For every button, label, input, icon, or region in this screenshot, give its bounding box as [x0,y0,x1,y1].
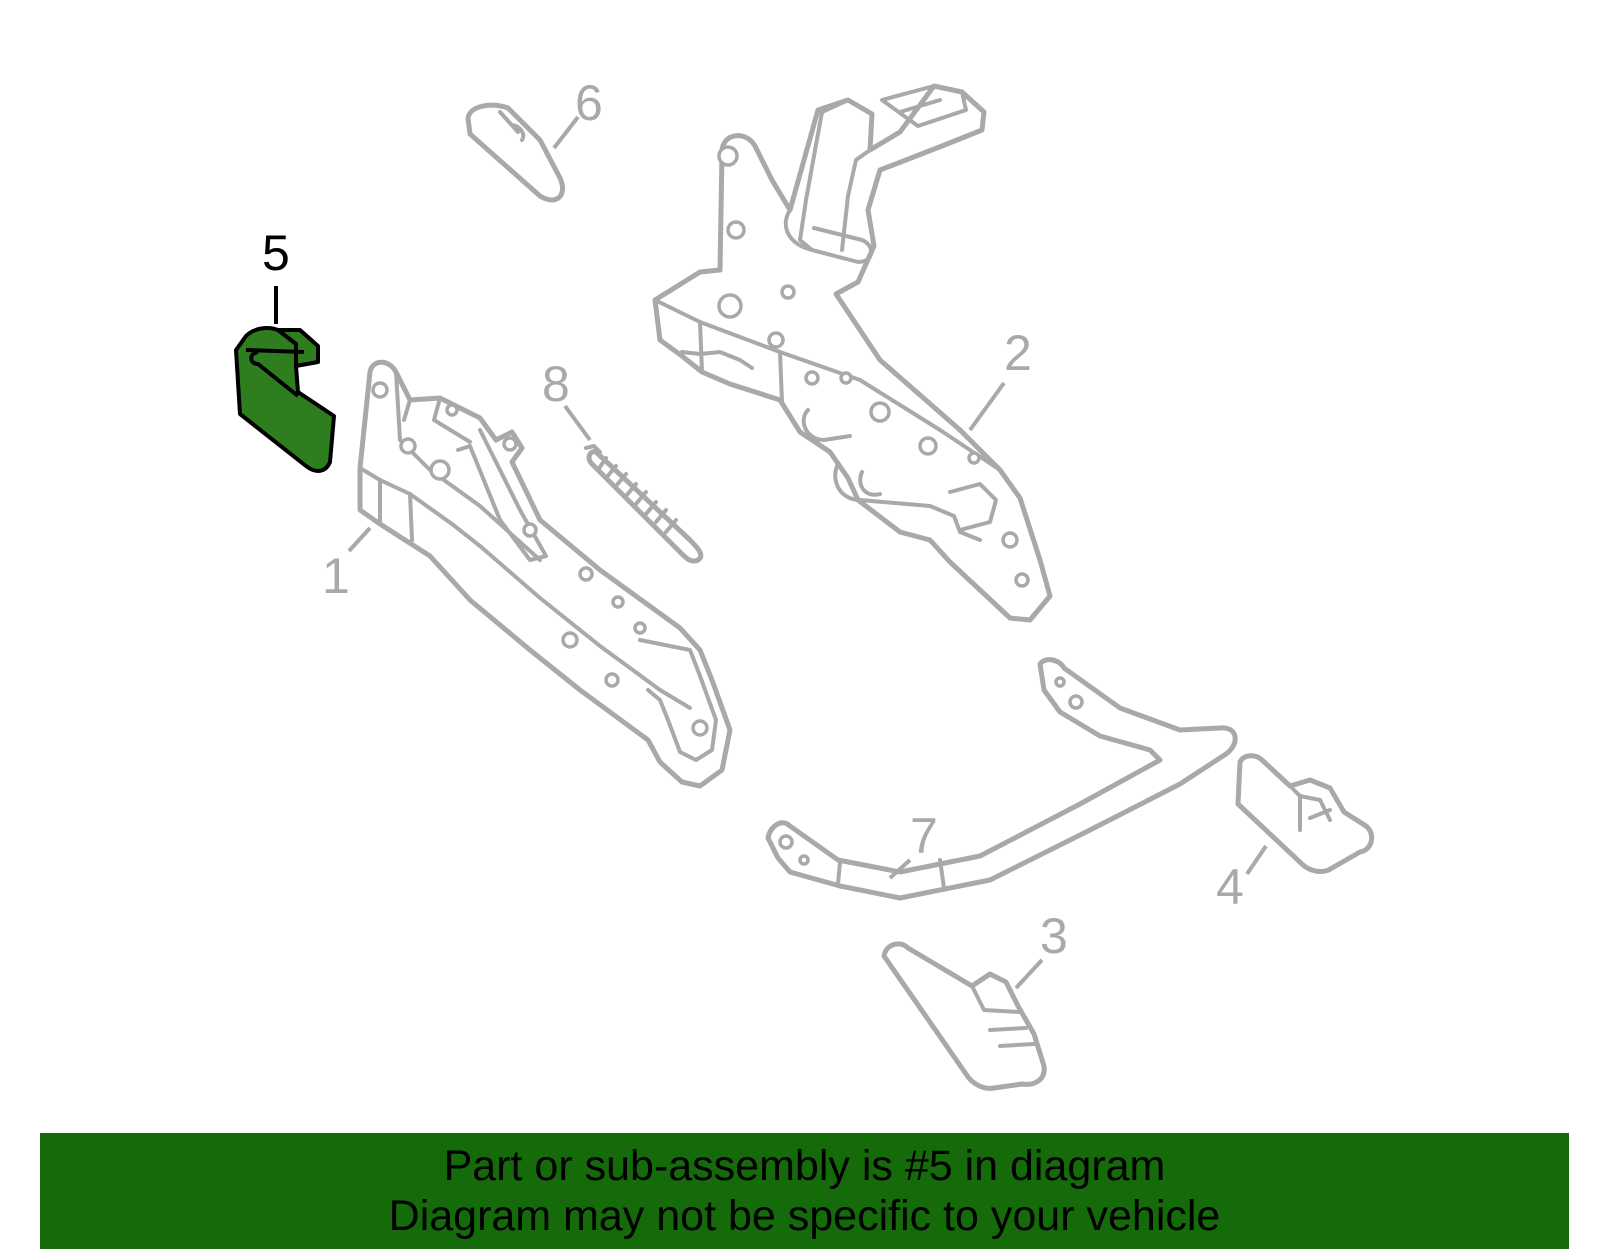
parts-diagram: 1 2 3 4 5 6 7 8 [234,75,1375,1091]
part-5-highlighted-cover[interactable] [234,326,336,473]
callout-3: 3 [1040,908,1068,964]
callout-7: 7 [910,808,938,864]
part-2-seat-track-right[interactable] [652,83,1053,623]
callout-5: 5 [262,225,290,281]
callout-6: 6 [575,75,603,131]
callout-1: 1 [322,548,350,604]
part-3-cover[interactable] [881,941,1047,1091]
part-7-cross-bar[interactable] [765,657,1238,901]
part-1-seat-track-left[interactable] [357,359,733,789]
part-8-spring[interactable] [584,444,704,564]
callout-leaders [274,115,1268,990]
part-6-cover[interactable] [465,102,565,203]
banner-line-1: Part or sub-assembly is #5 in diagram [443,1142,1166,1190]
callout-4: 4 [1216,859,1244,915]
callout-8: 8 [542,356,570,412]
callout-2: 2 [1004,325,1032,381]
banner-line-2: Diagram may not be specific to your vehi… [388,1192,1221,1240]
info-banner: Part or sub-assembly is #5 in diagram Di… [40,1133,1569,1249]
part-4-cover[interactable] [1235,753,1375,874]
